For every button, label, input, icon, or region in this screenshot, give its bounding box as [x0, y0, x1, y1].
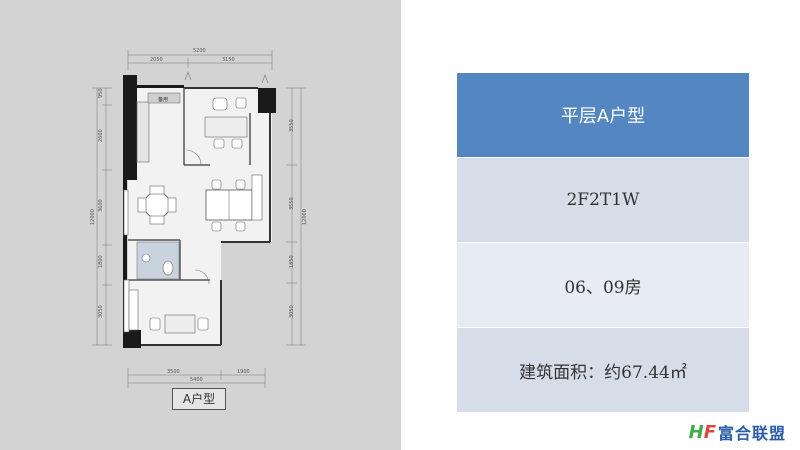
dim-left-1: 950	[98, 88, 104, 98]
dim-bottom-left: 3500	[167, 369, 180, 375]
dim-right-3: 1850	[289, 255, 295, 268]
brand-logo-icon: HF	[688, 421, 716, 443]
dim-bottom-total: 5400	[190, 377, 203, 383]
dim-top-left: 2050	[150, 57, 163, 63]
dim-right-2: 3550	[289, 197, 295, 210]
dim-left-5: 3050	[98, 305, 104, 318]
dim-right-total: 12000	[302, 209, 308, 225]
brand-logo: HF 富合联盟	[689, 420, 786, 444]
dim-right-4: 3050	[289, 305, 295, 318]
unit-rooms: 06、09房	[457, 243, 749, 328]
dim-left-4: 1800	[98, 255, 104, 268]
room-label: 备用	[158, 96, 168, 103]
dim-left-total: 12000	[90, 209, 96, 225]
dim-bottom-right: 1900	[237, 369, 250, 375]
unit-title: 平层A户型	[457, 73, 749, 158]
dim-top-total: 5200	[193, 48, 206, 54]
floor-plan-panel: 5200 2050 3150 3500 1900 5400 950 2600 3…	[0, 0, 401, 450]
dim-left-2: 2600	[98, 129, 104, 142]
dim-left-3: 3600	[98, 199, 104, 212]
unit-area: 建筑面积：约67.44㎡	[457, 328, 749, 413]
brand-name: 富合联盟	[717, 424, 786, 443]
dim-top-right: 3150	[222, 57, 235, 63]
unit-info-table: 平层A户型 2F2T1W 06、09房 建筑面积：约67.44㎡	[457, 73, 749, 413]
floor-plan-drawing: 5200 2050 3150 3500 1900 5400 950 2600 3…	[90, 48, 308, 388]
plan-type-label: A户型	[172, 388, 226, 410]
unit-code: 2F2T1W	[457, 158, 749, 243]
dim-right-1: 3550	[289, 119, 295, 132]
